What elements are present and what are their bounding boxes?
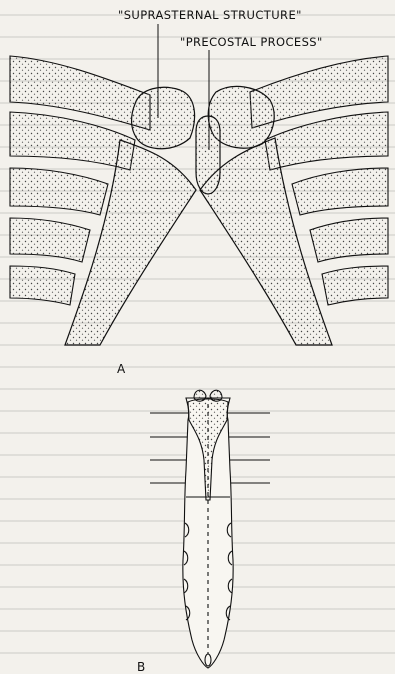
ossicle-left: [132, 87, 195, 148]
precostal-process: [196, 116, 220, 194]
rib-left-3: [10, 168, 108, 215]
rib-left-5: [10, 266, 75, 305]
rib-right-3: [292, 168, 388, 215]
rib-left-4: [10, 218, 90, 262]
rib-right-2: [265, 112, 388, 170]
sternum-specimen: [150, 390, 270, 668]
precostal-process-label: "PRECOSTAL PROCESS": [180, 35, 323, 49]
panel-a-label: A: [117, 362, 125, 376]
top-lobe-right: [210, 390, 222, 401]
panel-b-label: B: [137, 660, 145, 674]
top-lobe-left: [194, 390, 206, 401]
rib-right-5: [322, 266, 388, 305]
xiphoid-foramen: [205, 654, 211, 666]
suprasternal-structure-label: "SUPRASTERNAL STRUCTURE": [118, 8, 302, 22]
rib-right-4: [310, 218, 388, 262]
